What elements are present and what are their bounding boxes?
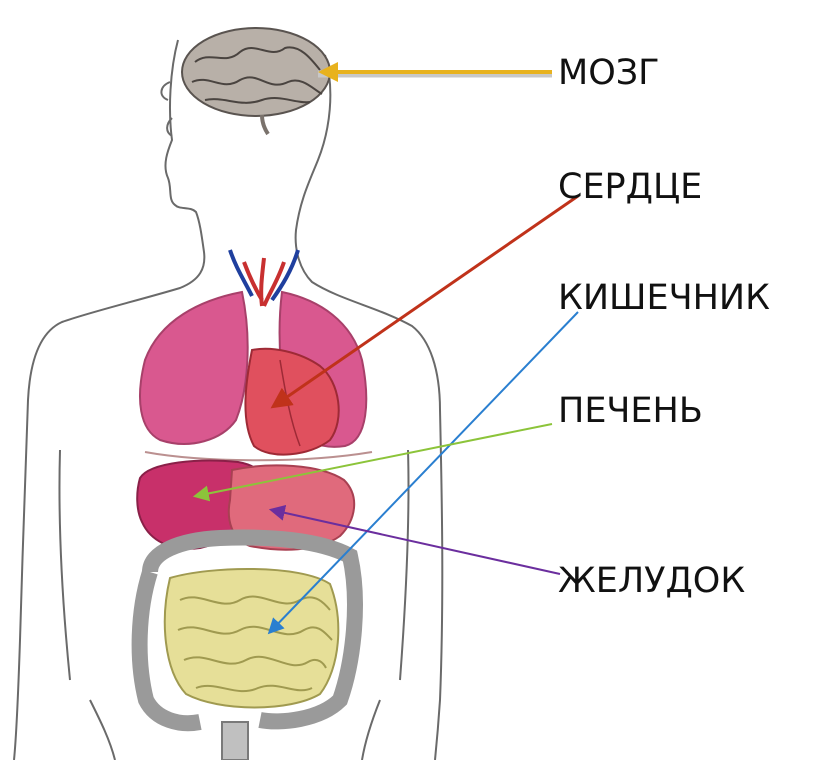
arrow-heart — [274, 196, 578, 406]
label-stomach: ЖЕЛУДОК — [558, 564, 745, 599]
label-liver: ПЕЧЕНЬ — [558, 394, 703, 429]
label-heart: СЕРДЦЕ — [558, 170, 702, 205]
label-brain: МОЗГ — [558, 56, 660, 91]
small-intestine-organ — [165, 569, 338, 708]
label-intestine: КИШЕЧНИК — [558, 281, 770, 316]
brain-organ — [182, 28, 330, 134]
rectum — [222, 722, 248, 760]
diaphragm — [145, 452, 372, 460]
